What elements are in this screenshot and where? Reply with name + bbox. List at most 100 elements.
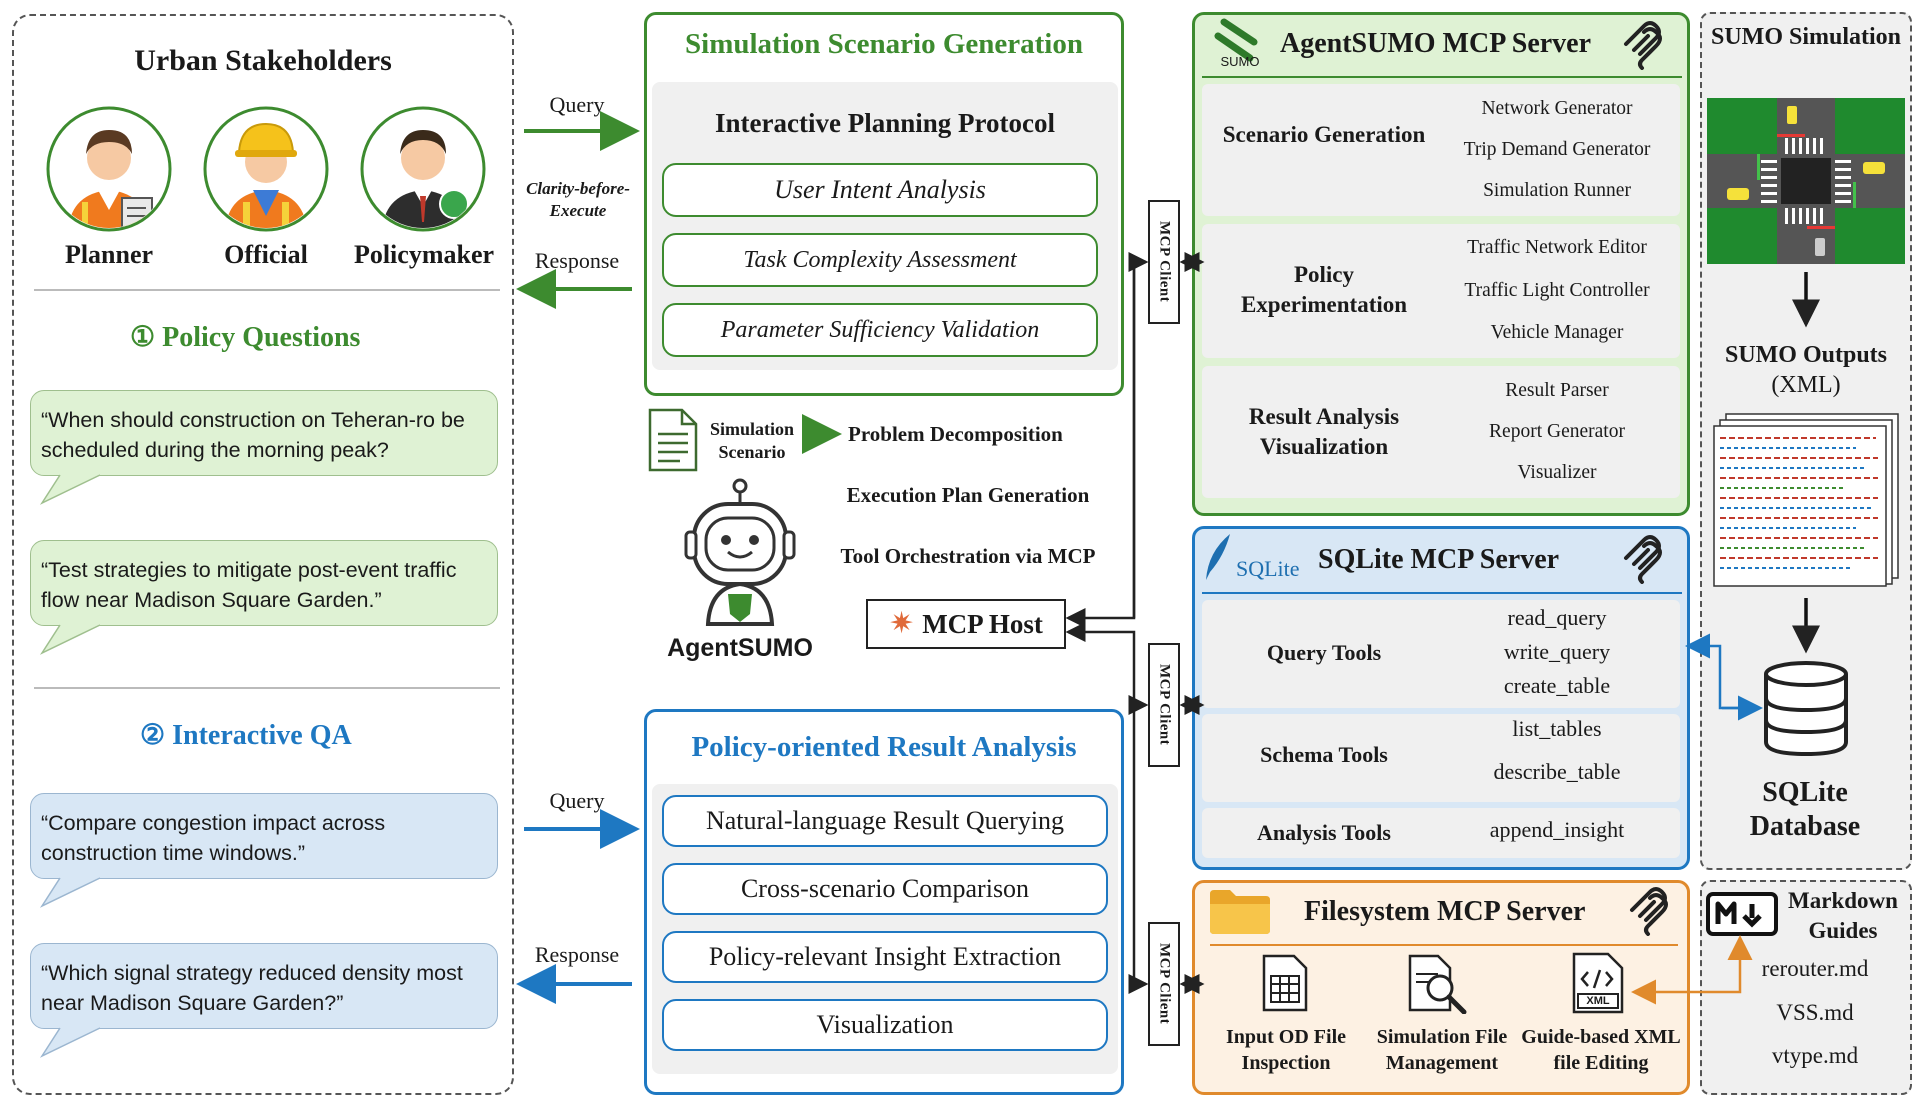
tool-append-insight: append_insight: [1489, 817, 1625, 842]
agentsumo-row-policy: [1202, 224, 1680, 358]
magnifier-file-icon: [1408, 954, 1472, 1015]
row-result-title: Result Analysis Visualization: [1248, 404, 1400, 459]
robot-icon: [680, 476, 800, 626]
step-user-intent-label: User Intent Analysis: [774, 175, 986, 204]
tool-network-generator: Network Generator: [1481, 98, 1633, 119]
step-cross-scenario-label: Cross-scenario Comparison: [740, 874, 1030, 903]
tool-xml-editing: Guide-based XML file Editing: [1521, 1026, 1681, 1074]
markdown-guides-title: Markdown Guides: [1788, 888, 1898, 943]
md-file-rerouter: rerouter.md: [1761, 956, 1869, 981]
policymaker-label: Policymaker: [353, 240, 495, 269]
sumo-outputs-title: SUMO Outputs: [1724, 342, 1888, 368]
step-user-intent: User Intent Analysis: [662, 163, 1098, 217]
planner-label: Planner: [64, 240, 154, 269]
mcp-host-box: ✷ MCP Host: [866, 599, 1066, 649]
sqlite-feather-icon: [1202, 532, 1234, 582]
mcp-client-2: MCP Client: [1148, 643, 1180, 767]
step-insight-extraction: Policy-relevant Insight Extraction: [662, 931, 1108, 983]
top-query-label: Query: [549, 92, 605, 117]
qa-text-1: “Compare congestion impact across constr…: [41, 811, 386, 865]
policymaker-avatar-icon: [360, 106, 486, 232]
document-icon: [648, 408, 698, 472]
step-task-complexity-label: Task Complexity Assessment: [743, 246, 1017, 273]
tool-sim-file-mgmt: Simulation File Management: [1376, 1026, 1508, 1074]
mcp-client-1-label: MCP Client: [1156, 221, 1173, 303]
tool-traffic-light: Traffic Light Controller: [1464, 280, 1650, 301]
tool-input-od: Input OD File Inspection: [1225, 1026, 1347, 1074]
intersection-map: [1707, 98, 1905, 264]
interactive-qa-heading: ② Interactive QA: [140, 718, 352, 752]
policy-questions-heading: ① Policy Questions: [130, 320, 360, 354]
problem-decomposition-label: Problem Decomposition: [848, 422, 1063, 446]
policy-questions-title: Policy Questions: [162, 322, 361, 353]
step-visualization: Visualization: [662, 999, 1108, 1051]
folder-icon: [1208, 886, 1272, 936]
sqlite-row-query: [1202, 600, 1680, 708]
xml-output-docs-icon: [1706, 410, 1906, 590]
tool-list-tables: list_tables: [1512, 716, 1602, 741]
sumo-logo-icon: [1210, 18, 1270, 72]
top-response-label: Response: [534, 248, 620, 273]
mcp-client-2-label: MCP Client: [1156, 664, 1173, 746]
tool-orchestration-label: Tool Orchestration via MCP: [840, 544, 1096, 568]
sumo-logo-text: SUMO: [1220, 54, 1260, 69]
step-parameter-sufficiency: Parameter Sufficiency Validation: [662, 303, 1098, 357]
step-insight-extraction-label: Policy-relevant Insight Extraction: [708, 942, 1062, 971]
step-cross-scenario: Cross-scenario Comparison: [662, 863, 1108, 915]
stakeholders-title: Urban Stakeholders: [134, 44, 392, 77]
row-scenario-title: Scenario Generation: [1222, 122, 1426, 147]
sumo-simulation-title: SUMO Simulation: [1710, 24, 1902, 50]
tool-create-table: create_table: [1503, 673, 1611, 698]
tool-result-parser: Result Parser: [1505, 380, 1609, 401]
mcp-logo-icon-3: [1626, 886, 1676, 936]
tool-visualizer: Visualizer: [1517, 462, 1597, 483]
official-avatar-icon: [203, 106, 329, 232]
tool-simulation-runner: Simulation Runner: [1483, 180, 1631, 201]
xml-file-icon: [1572, 952, 1624, 1014]
md-file-vss: VSS.md: [1776, 1000, 1854, 1025]
simulation-scenario-label: Simulation Scenario: [709, 419, 795, 462]
mcp-client-3: MCP Client: [1148, 922, 1180, 1046]
markdown-logo-icon: [1706, 892, 1778, 936]
agentsumo-name: AgentSUMO: [667, 634, 813, 662]
tool-vehicle-manager: Vehicle Manager: [1490, 322, 1624, 343]
mcp-host-icon: ✷: [889, 607, 915, 640]
qa-bubble-2: “Which signal strategy reduced density m…: [30, 943, 498, 1029]
policy-question-bubble-2: “Test strategies to mitigate post-event …: [30, 540, 498, 626]
agentsumo-title-rule: [1202, 76, 1682, 78]
policy-question-text-1: “When should construction on Teheran-ro …: [41, 408, 465, 462]
scenario-generation-title: Simulation Scenario Generation: [685, 28, 1083, 60]
agentsumo-row-scenario: [1202, 84, 1680, 216]
policy-questions-number: ①: [130, 322, 156, 353]
qa-bubble-1: “Compare congestion impact across constr…: [30, 793, 498, 879]
tool-write-query: write_query: [1503, 639, 1611, 664]
row-query-title: Query Tools: [1266, 640, 1382, 665]
clarity-label: Clarity-before-Execute: [526, 179, 630, 220]
policy-question-text-2: “Test strategies to mitigate post-event …: [41, 558, 457, 612]
divider-top: [34, 289, 500, 291]
mcp-logo-icon-2: [1620, 534, 1670, 584]
tool-trip-demand: Trip Demand Generator: [1463, 139, 1651, 160]
step-task-complexity: Task Complexity Assessment: [662, 233, 1098, 287]
sumo-outputs-sub: (XML): [1771, 372, 1841, 398]
sqlite-server-title: SQLite MCP Server: [1318, 544, 1560, 575]
protocol-title: Interactive Planning Protocol: [715, 108, 1055, 138]
database-icon: [1762, 660, 1850, 757]
policy-question-bubble-1: “When should construction on Teheran-ro …: [30, 390, 498, 476]
spreadsheet-file-icon: [1262, 954, 1308, 1012]
sqlite-database-title: SQLite Database: [1749, 777, 1861, 842]
official-label: Official: [224, 240, 308, 269]
tool-report-generator: Report Generator: [1489, 421, 1625, 442]
planner-avatar-icon: [46, 106, 172, 232]
md-file-vtype: vtype.md: [1771, 1043, 1859, 1068]
qa-text-2: “Which signal strategy reduced density m…: [41, 961, 463, 1015]
sqlite-logo-text: SQLite: [1236, 556, 1300, 581]
filesystem-title-rule: [1210, 944, 1678, 946]
bottom-response-label: Response: [534, 942, 620, 967]
agentsumo-server-title: AgentSUMO MCP Server: [1280, 28, 1592, 59]
bottom-query-label: Query: [549, 788, 605, 813]
execution-plan-label: Execution Plan Generation: [846, 483, 1090, 507]
step-visualization-label: Visualization: [816, 1010, 954, 1039]
mcp-client-1: MCP Client: [1148, 200, 1180, 324]
tool-describe-table: describe_table: [1493, 759, 1621, 784]
